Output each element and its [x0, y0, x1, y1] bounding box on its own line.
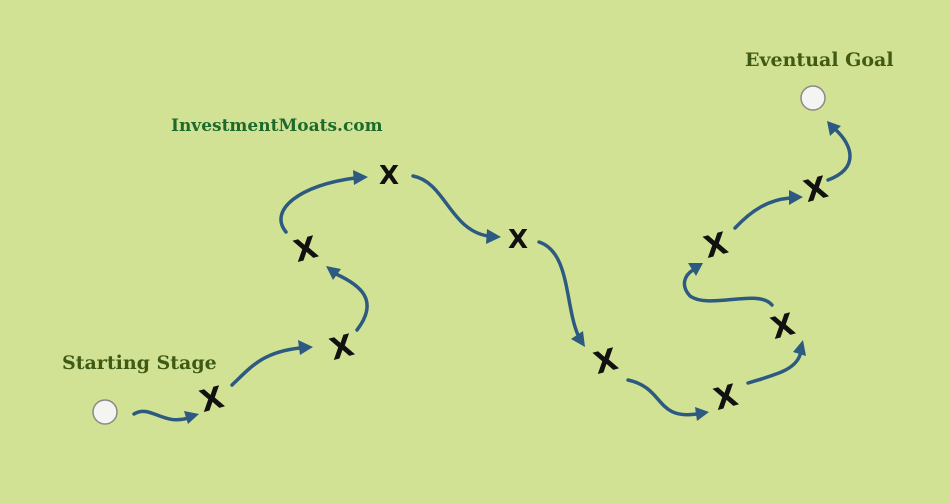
path-segment-10 — [733, 190, 803, 230]
milestone-x-6: X — [590, 342, 621, 382]
start-label: Starting Stage — [62, 352, 217, 374]
path-segment-1 — [132, 409, 199, 424]
goal-label: Eventual Goal — [745, 49, 894, 71]
milestone-x-8: X — [767, 307, 798, 347]
path-segment-4 — [279, 170, 368, 234]
path-segment-8 — [746, 340, 806, 385]
milestone-x-7: X — [710, 378, 741, 418]
goal-node — [800, 85, 826, 111]
path-segment-3 — [326, 266, 369, 332]
milestone-x-5: X — [508, 225, 528, 255]
milestone-x-1: X — [196, 380, 227, 420]
milestone-x-10: X — [800, 170, 831, 210]
path-segment-7 — [626, 378, 709, 421]
path-segment-6 — [537, 240, 585, 347]
start-node — [92, 399, 118, 425]
milestone-x-3: X — [290, 230, 321, 270]
path-segment-11 — [826, 121, 852, 182]
milestone-x-4: X — [379, 161, 399, 191]
path-segment-9 — [682, 263, 774, 307]
brand-watermark: InvestmentMoats.com — [171, 116, 383, 136]
milestone-x-9: X — [700, 226, 731, 266]
path-segment-5 — [411, 174, 501, 244]
milestone-x-2: X — [326, 328, 357, 368]
path-segment-2 — [230, 340, 313, 387]
